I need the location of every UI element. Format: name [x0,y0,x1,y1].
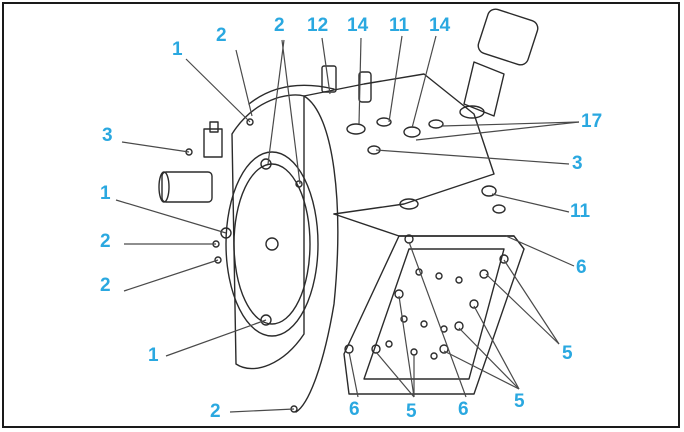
valve-body-inner [363,248,505,380]
housing-upper-edge [248,84,335,105]
output-shaft-neck [463,61,505,117]
bell-housing-outline [231,94,305,370]
callout-1: 1 [148,345,159,366]
callout-1: 1 [172,39,183,60]
transmission-line-drawing [115,8,580,413]
callout-6: 6 [576,257,587,278]
callout-17: 17 [581,111,603,132]
sensor-body [203,128,223,158]
callout-5: 5 [406,401,417,422]
callout-14: 14 [347,15,369,36]
callout-6: 6 [458,399,469,420]
torque-converter-inner [233,163,311,325]
output-flange [459,105,485,119]
diagram-frame: 1 2 2 12 14 11 14 3 17 3 1 11 2 2 6 5 1 … [2,2,680,428]
callout-1: 1 [100,183,111,204]
leader-lines [115,35,580,413]
callout-2: 2 [100,275,111,296]
callout-12: 12 [307,15,329,36]
callout-5: 5 [562,343,573,364]
callout-3: 3 [102,125,113,146]
callout-5: 5 [514,391,525,412]
callout-2: 2 [216,25,227,46]
left-shaft-stub [161,171,213,203]
callout-11: 11 [389,15,410,36]
sensor-plug [209,121,219,133]
valve-body-cover [343,235,525,395]
callout-6: 6 [349,399,360,420]
case-mid [333,213,525,250]
converter-hub [265,237,279,251]
case-upper [303,73,495,215]
callout-11: 11 [570,201,591,222]
left-shaft-end [158,171,170,203]
torque-converter [225,151,319,337]
callout-2: 2 [210,401,221,422]
callout-2: 2 [274,15,285,36]
output-shaft-housing [477,8,539,66]
callout-2: 2 [100,231,111,252]
callout-14: 14 [429,15,451,36]
flange-edge [295,95,339,413]
callout-3: 3 [572,153,583,174]
